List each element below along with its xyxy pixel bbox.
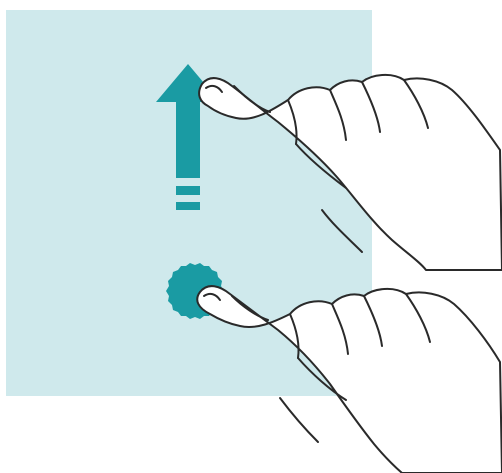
gesture-illustration-svg [0, 0, 502, 473]
gesture-illustration [0, 0, 502, 473]
